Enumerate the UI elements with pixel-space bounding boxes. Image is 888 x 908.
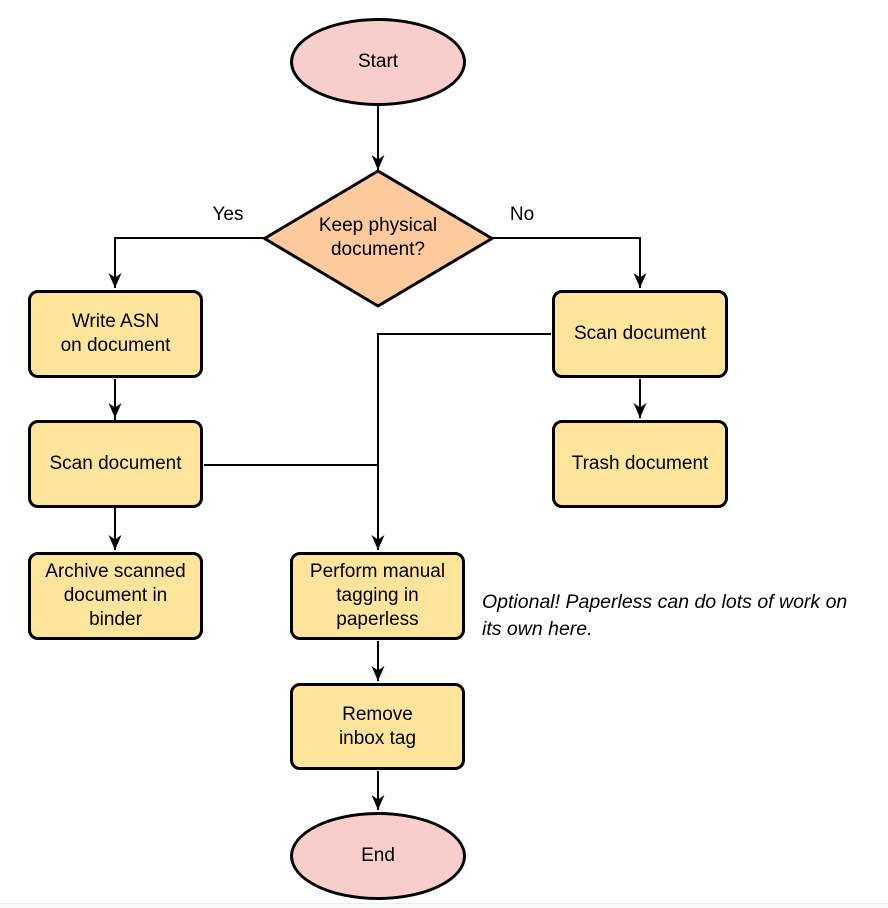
node-archive-binder: Archive scanned document in binder [28,552,203,640]
node-end: End [290,812,466,900]
edge-scanright-to-tagging [371,333,551,550]
node-trash-document: Trash document [552,420,728,508]
node-trash-document-label: Trash document [571,453,709,474]
node-start: Start [290,18,466,106]
edge-label-no: No [509,204,535,225]
node-scan-document-left-label: Scan document [49,453,182,474]
node-start-label: Start [357,51,399,72]
node-manual-tagging-label: Perform manual tagging in paperless [309,561,446,630]
node-decision-label: Keep physical document? [318,215,438,260]
edge-label-yes: Yes [212,204,244,225]
node-write-asn-label: Write ASN on document [60,311,171,356]
edge-decision-yes [108,237,264,288]
node-scan-document-right: Scan document [552,290,728,378]
node-scan-document-left: Scan document [28,420,203,508]
decision-diamond-shape [263,169,494,308]
node-remove-inbox-tag: Remove inbox tag [290,683,465,770]
node-scan-document-right-label: Scan document [573,323,707,344]
node-manual-tagging: Perform manual tagging in paperless [290,552,465,640]
node-write-asn: Write ASN on document [28,290,203,378]
node-decision: Keep physical document? [268,174,488,302]
node-archive-binder-label: Archive scanned document in binder [45,561,186,630]
optional-annotation: Optional! Paperless can do lots of work … [482,591,848,640]
node-remove-inbox-tag-label: Remove inbox tag [338,703,417,749]
edge-decision-no [493,237,647,288]
node-end-label: End [361,845,395,866]
bottom-divider [0,903,888,908]
